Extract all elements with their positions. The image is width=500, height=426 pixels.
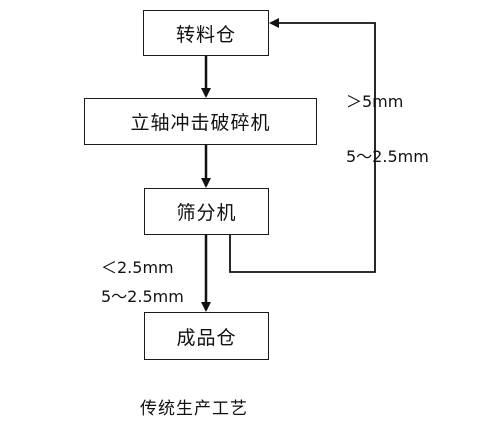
- pass-range-label: 5～2.5mm: [101, 287, 184, 306]
- arrow-recycle-loop: [229, 18, 376, 273]
- pass-size-label: ＜2.5mm: [101, 258, 174, 277]
- recycle-size-label: ＞5mm: [346, 92, 404, 111]
- node-product-bin: 成品仓: [144, 312, 269, 360]
- diagram-caption: 传统生产工艺: [140, 399, 248, 419]
- node-screen-label: 筛分机: [176, 202, 237, 224]
- node-screening-machine: 筛分机: [144, 188, 269, 235]
- node-product-bin-label: 成品仓: [176, 326, 237, 349]
- recycle-range-label: 5～2.5mm: [346, 147, 429, 166]
- node-transfer-hopper-label: 转料仓: [175, 23, 236, 46]
- node-transfer-hopper: 转料仓: [143, 10, 269, 56]
- node-crusher-label: 立轴冲击破碎机: [130, 112, 271, 134]
- node-vertical-shaft-impact-crusher: 立轴冲击破碎机: [84, 98, 317, 145]
